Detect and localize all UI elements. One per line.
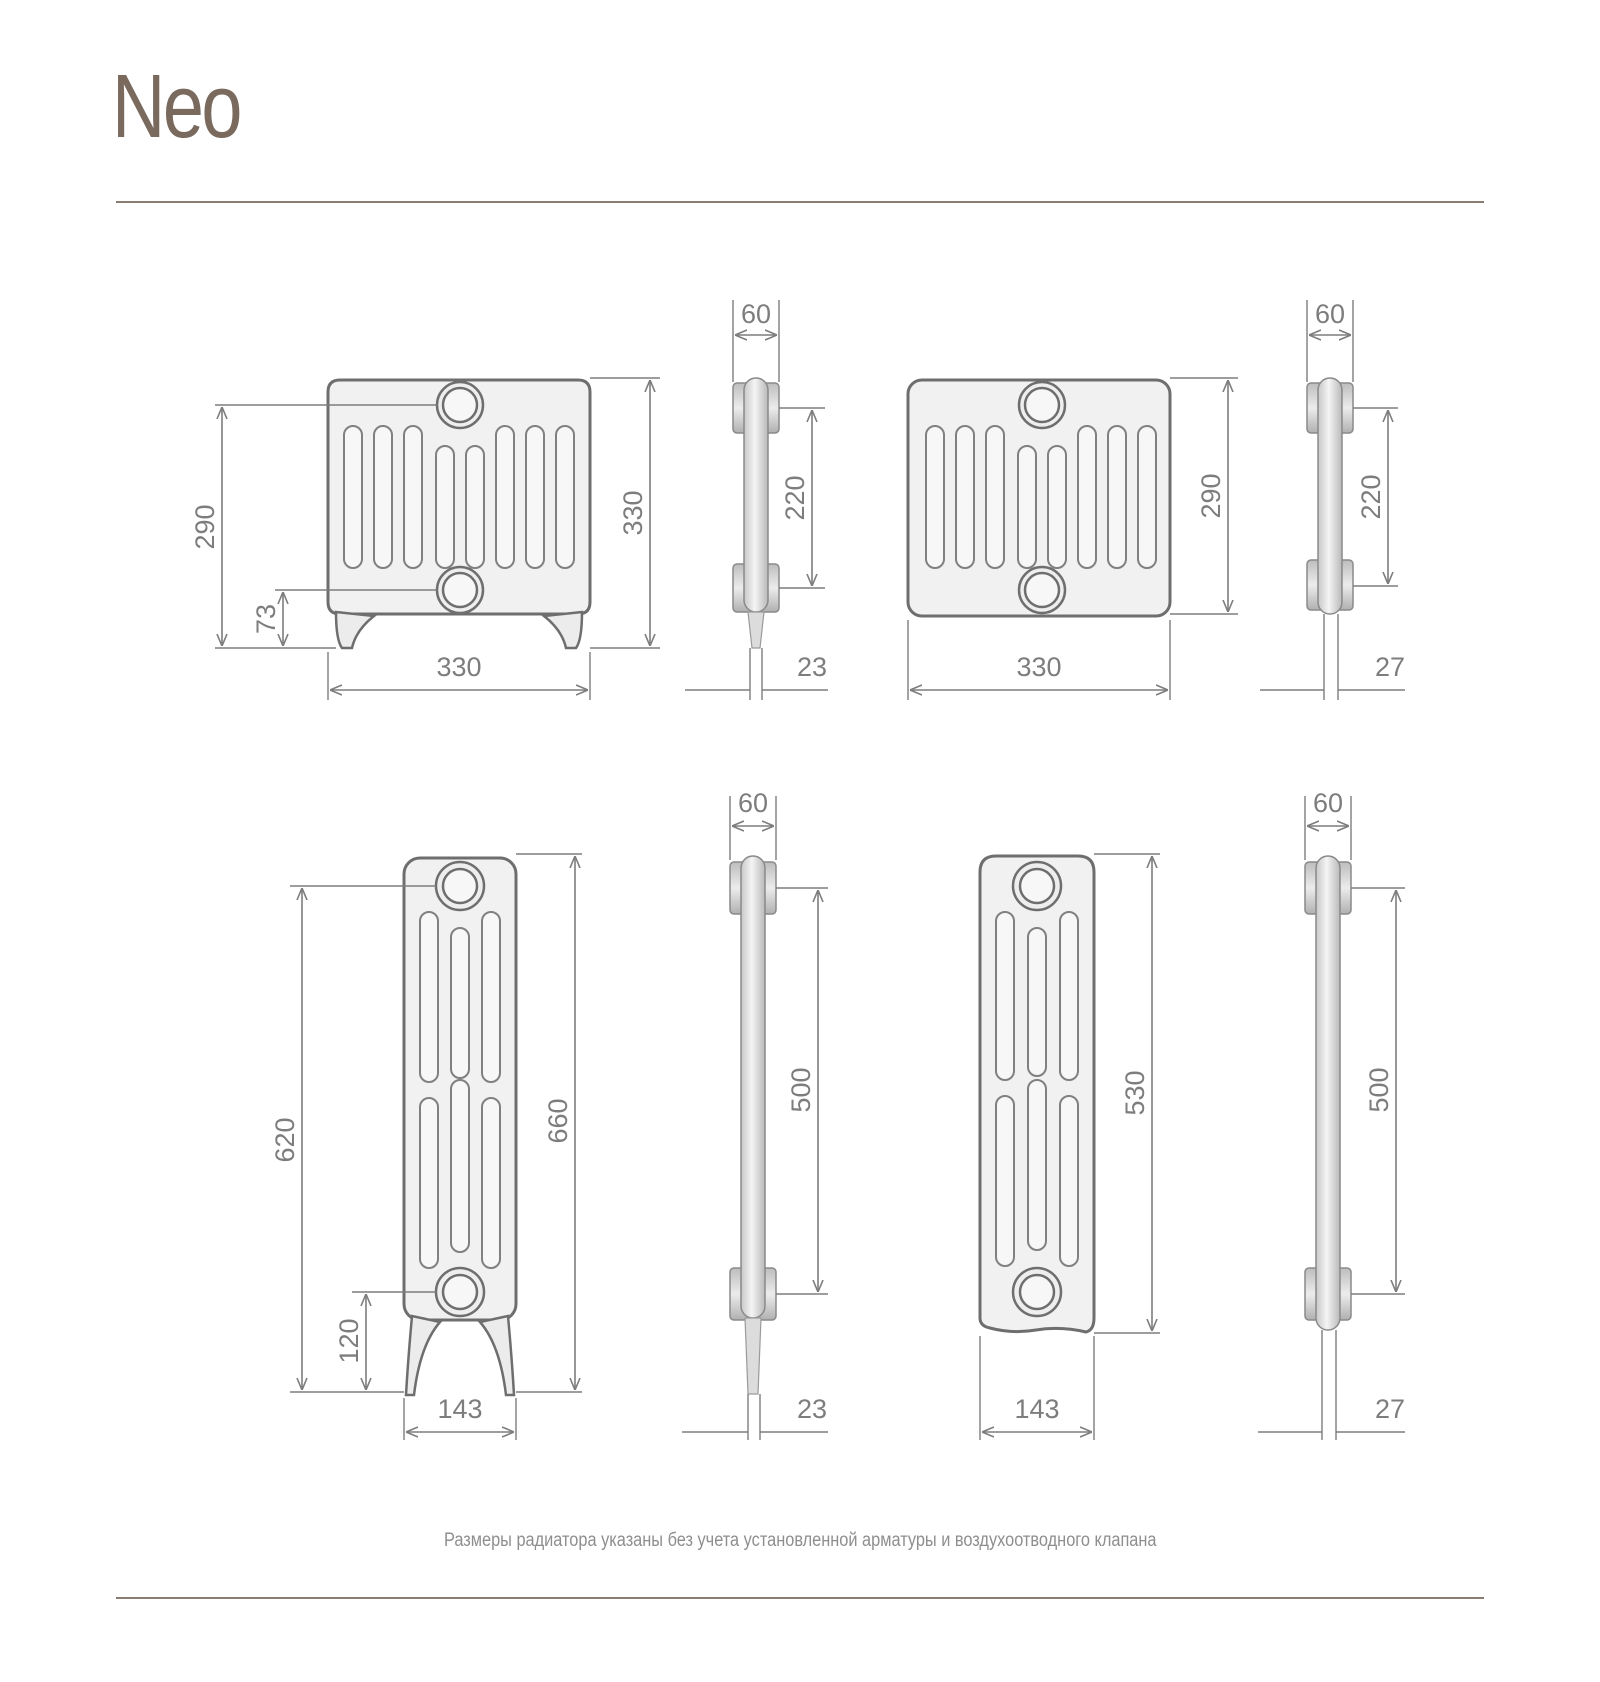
axis-distance-label: 220 xyxy=(1356,474,1386,519)
footnote: Размеры радиатора указаны без учета уста… xyxy=(0,1530,1600,1552)
view-top-left-front: 330 290 73 330 xyxy=(190,377,660,700)
radiator-side xyxy=(1306,377,1354,615)
radiator-side xyxy=(729,855,777,1395)
axis-distance-label: 290 xyxy=(1196,473,1226,518)
bottom-offset-label: 120 xyxy=(334,1318,364,1363)
radiator-panel xyxy=(906,378,1172,618)
bottom-offset-label: 73 xyxy=(251,604,281,634)
footnote-text: Размеры радиатора указаны без учета уста… xyxy=(443,1530,1157,1551)
view-bottom-right-side: 60 500 27 xyxy=(1258,788,1405,1440)
radiator-side xyxy=(1304,855,1352,1331)
view-bottom-right-front: 530 143 xyxy=(978,853,1160,1440)
width-label: 143 xyxy=(437,1394,482,1424)
axis-distance-label: 500 xyxy=(1364,1067,1394,1112)
page-title: Neo xyxy=(112,57,242,157)
width-label: 330 xyxy=(1016,652,1061,682)
view-bottom-left-side: 60 500 23 xyxy=(682,788,828,1440)
radiator-panel xyxy=(978,854,1096,1334)
depth-label: 60 xyxy=(741,299,771,329)
bottom-divider xyxy=(116,1597,1484,1599)
leg-width-label: 23 xyxy=(797,652,827,682)
depth-label: 60 xyxy=(1313,788,1343,818)
height-label: 330 xyxy=(618,490,648,535)
axis-distance-label: 220 xyxy=(780,475,810,520)
base-width-label: 27 xyxy=(1375,1394,1405,1424)
depth-label: 60 xyxy=(738,788,768,818)
view-top-right-side: 60 220 27 xyxy=(1260,299,1405,700)
view-top-right-front: 290 330 xyxy=(906,377,1238,700)
height-label: 530 xyxy=(1120,1070,1150,1115)
radiator-side xyxy=(732,377,780,649)
width-label: 330 xyxy=(436,652,481,682)
depth-label: 60 xyxy=(1315,299,1345,329)
radiator-panel xyxy=(402,856,518,1397)
axis-distance-label: 500 xyxy=(786,1067,816,1112)
top-divider xyxy=(116,201,1484,203)
axis-distance-label: 290 xyxy=(190,504,220,549)
axis-distance-label: 620 xyxy=(270,1117,300,1162)
width-label: 143 xyxy=(1014,1394,1059,1424)
radiator-panel xyxy=(326,378,592,650)
base-width-label: 27 xyxy=(1375,652,1405,682)
leg-width-label: 23 xyxy=(797,1394,827,1424)
height-label: 660 xyxy=(543,1098,573,1143)
view-top-left-side: 60 220 23 xyxy=(685,299,828,700)
view-bottom-left-front: 620 660 120 143 xyxy=(270,853,582,1440)
